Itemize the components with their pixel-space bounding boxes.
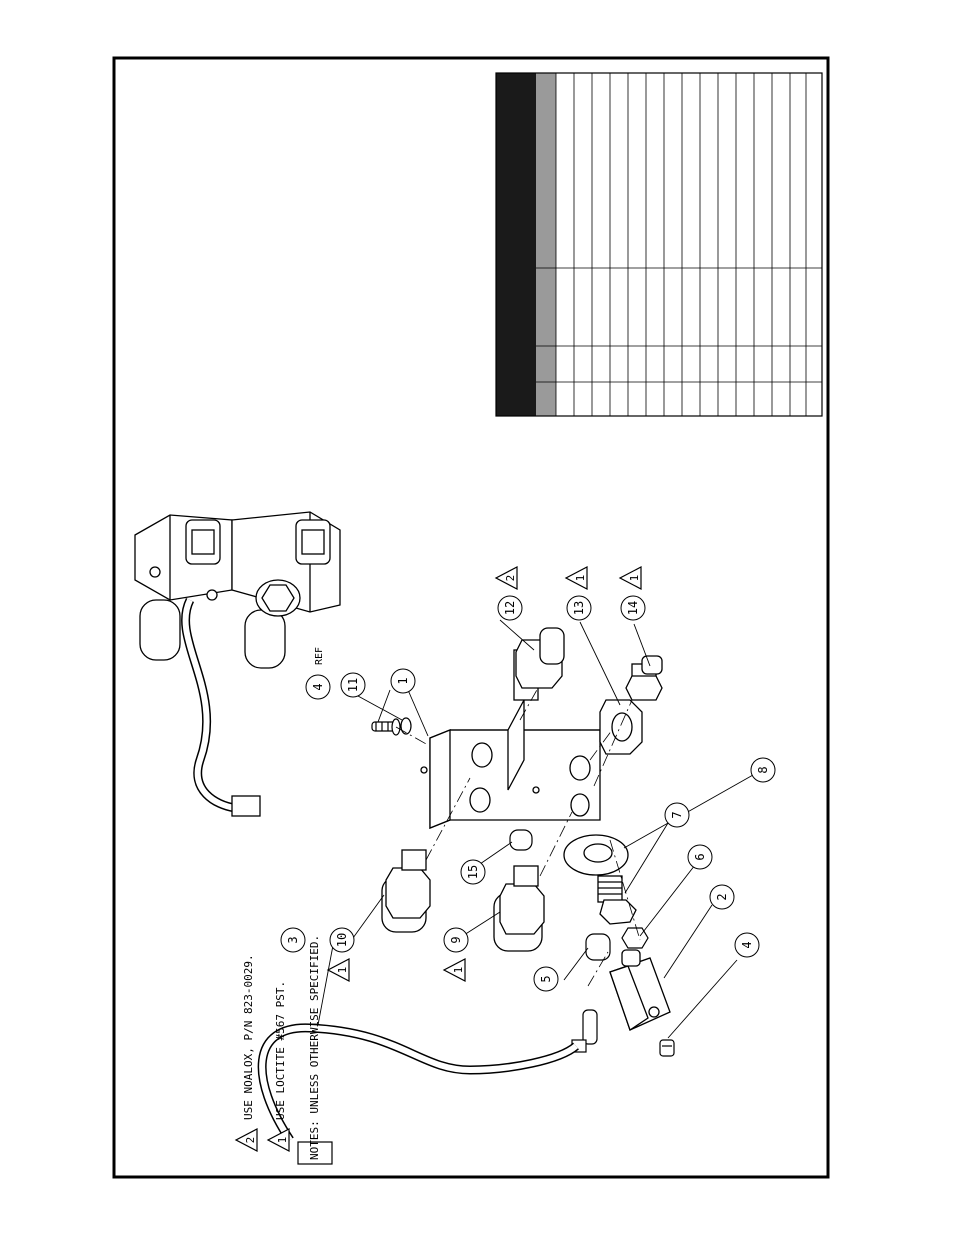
note-flags: 1 1 2 1 1 — [327, 566, 642, 982]
nut — [261, 584, 295, 612]
notes-block: 2 USE NOALOX, P/N 823-0029. 1 USE LOCTIT… — [235, 935, 321, 1160]
svg-text:1: 1 — [276, 1137, 289, 1144]
svg-text:15: 15 — [466, 865, 480, 879]
assembled-view — [134, 511, 341, 817]
callout-14: 14 — [620, 595, 646, 621]
nut-6 — [621, 927, 649, 949]
svg-text:1: 1 — [336, 967, 349, 974]
callout-2: 2 — [709, 884, 735, 910]
callout-4-top: 4 — [305, 674, 331, 700]
callout-9: 9 — [443, 927, 469, 953]
callout-11: 11 — [340, 672, 366, 698]
sheet-border — [112, 56, 830, 1179]
callout-8: 8 — [750, 757, 776, 783]
manifold-block — [420, 699, 601, 829]
screw-bottom — [659, 1039, 675, 1057]
svg-text:1: 1 — [396, 677, 410, 684]
flag-13: 1 — [565, 566, 588, 590]
callout-7: 7 — [664, 802, 690, 828]
callout-13: 13 — [566, 595, 592, 621]
fitting-10 — [381, 849, 431, 933]
svg-text:2: 2 — [715, 893, 729, 900]
svg-text:12: 12 — [503, 601, 517, 615]
bolt-7 — [597, 875, 637, 925]
centre-lines — [395, 687, 641, 987]
svg-text:2: 2 — [504, 575, 517, 582]
callout-15: 15 — [460, 859, 486, 885]
svg-text:4: 4 — [311, 683, 325, 690]
fitting-14 — [625, 655, 663, 701]
callout-4-bottom: 4 — [734, 932, 760, 958]
svg-text:1: 1 — [452, 967, 465, 974]
note-2: 2 USE NOALOX, P/N 823-0029. — [235, 954, 258, 1152]
cable-3 — [257, 1023, 579, 1165]
callout-10: 10 — [329, 927, 355, 953]
note-1: 1 USE LOCTITE #567 PST. — [267, 981, 290, 1152]
cylinder-right — [244, 609, 286, 669]
cylinder-left — [139, 599, 181, 661]
connector-plug — [231, 795, 261, 817]
flag-9: 1 — [443, 958, 466, 982]
svg-text:10: 10 — [335, 933, 349, 947]
svg-text:9: 9 — [449, 936, 463, 943]
table-header-band — [496, 73, 536, 416]
sensor-bracket-2 — [609, 949, 671, 1032]
fitting-13 — [599, 699, 643, 755]
svg-text:1: 1 — [574, 575, 587, 582]
notes-header: NOTES: UNLESS OTHERWISE SPECIFIED. — [308, 935, 321, 1160]
svg-text:8: 8 — [756, 766, 770, 773]
fitting-9 — [493, 865, 545, 952]
callout-5: 5 — [533, 966, 559, 992]
probe — [571, 1009, 598, 1053]
svg-text:1: 1 — [628, 575, 641, 582]
svg-text:4: 4 — [740, 941, 754, 948]
svg-text:11: 11 — [346, 678, 360, 692]
callout-1: 1 — [390, 668, 416, 694]
ref-label: REF — [314, 647, 325, 665]
svg-text:USE LOCTITE #567 PST.: USE LOCTITE #567 PST. — [274, 981, 287, 1120]
fitting-12 — [513, 627, 565, 701]
parts-list-table — [495, 72, 823, 417]
callout-bubbles: 1 11 4 3 10 9 15 5 8 7 6 2 4 12 13 14 — [280, 595, 776, 992]
svg-text:USE NOALOX, P/N 823-0029.: USE NOALOX, P/N 823-0029. — [242, 954, 255, 1120]
washer-11 — [400, 717, 412, 735]
svg-text:3: 3 — [286, 936, 300, 943]
flag-10: 1 — [327, 958, 350, 982]
table-subheader-band — [536, 73, 556, 416]
flag-12: 2 — [495, 566, 518, 590]
callout-6: 6 — [687, 844, 713, 870]
flag-14: 1 — [619, 566, 642, 590]
callout-12: 12 — [497, 595, 523, 621]
svg-text:5: 5 — [539, 975, 553, 982]
washer-8 — [563, 834, 629, 876]
svg-text:13: 13 — [572, 601, 586, 615]
svg-text:14: 14 — [626, 601, 640, 615]
svg-text:6: 6 — [693, 853, 707, 860]
plug-15 — [509, 829, 533, 851]
svg-text:2: 2 — [244, 1137, 257, 1144]
callout-3: 3 — [280, 927, 306, 953]
spacer-5 — [585, 933, 611, 961]
svg-text:7: 7 — [670, 811, 684, 818]
screw-top — [371, 717, 412, 736]
